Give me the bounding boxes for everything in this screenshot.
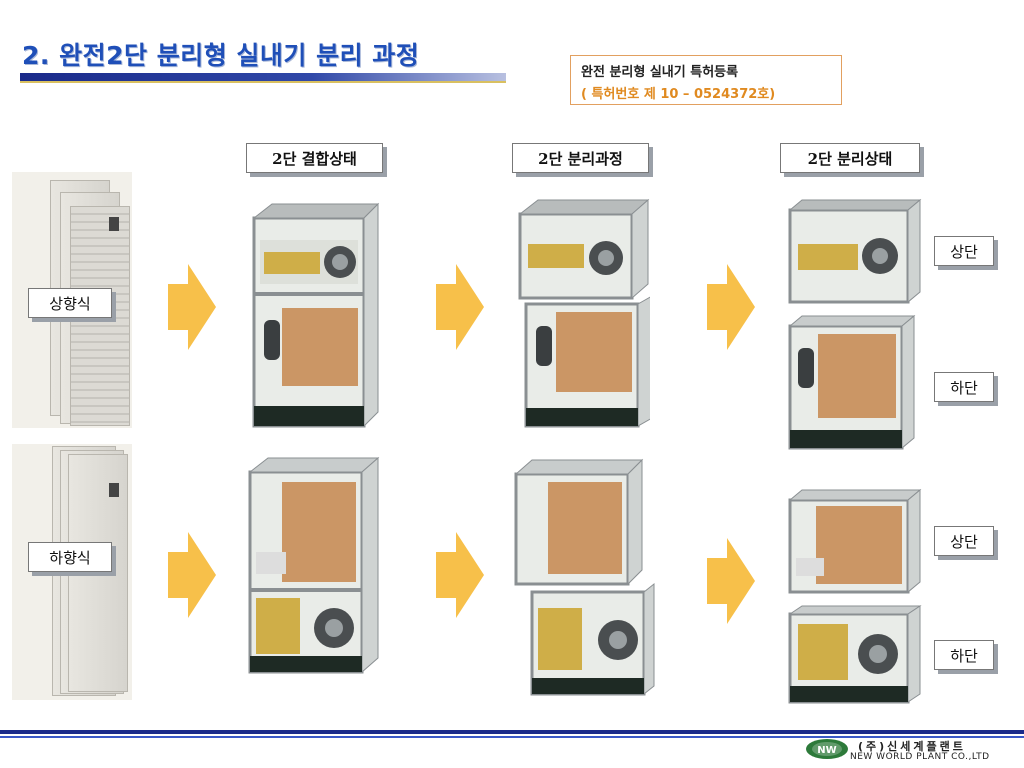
- upflow-bottom-section-photo: [788, 314, 916, 450]
- downflow-top-section-photo: [788, 488, 922, 594]
- downflow-unit-photo: [12, 444, 132, 700]
- upflow-separating-unit-photo: [518, 198, 650, 428]
- footer-rule-thin: [0, 736, 1024, 738]
- downflow-bottom-section-photo: [788, 605, 922, 704]
- company-name-english: NEW WORLD PLANT CO.,LTD: [850, 752, 990, 762]
- logo-text: NW: [817, 745, 836, 756]
- title-underline: [20, 73, 506, 83]
- downflow-separating-unit-photo: [514, 458, 655, 696]
- right-arrow-icon: [436, 532, 484, 618]
- page-title: 2. 완전2단 분리형 실내기 분리 과정: [22, 41, 420, 70]
- right-arrow-icon: [168, 532, 216, 618]
- upflow-combined-unit-photo: [252, 202, 380, 428]
- patent-line-1: 완전 분리형 실내기 특허등록: [581, 65, 739, 80]
- patent-line-2: ( 특허번호 제 10 – 0524372호): [581, 87, 776, 102]
- footer-rule: [0, 730, 1024, 734]
- part-label-downflow-top: 상단: [934, 526, 994, 556]
- company-logo-icon: NW: [806, 739, 848, 759]
- patent-box: 완전 분리형 실내기 특허등록 ( 특허번호 제 10 – 0524372호): [570, 55, 842, 105]
- right-arrow-icon: [168, 264, 216, 350]
- part-label-downflow-bottom: 하단: [934, 640, 994, 670]
- stage-label-separated: 2단 분리상태: [780, 143, 920, 173]
- upflow-top-section-photo: [788, 198, 922, 304]
- stage-label-separating: 2단 분리과정: [512, 143, 649, 173]
- company-name-korean: (주)신세계플랜트: [858, 740, 966, 753]
- part-label-upflow-top: 상단: [934, 236, 994, 266]
- part-label-upflow-bottom: 하단: [934, 372, 994, 402]
- right-arrow-icon: [707, 538, 755, 624]
- stage-label-combined: 2단 결합상태: [246, 143, 383, 173]
- downflow-combined-unit-photo: [248, 456, 380, 674]
- right-arrow-icon: [436, 264, 484, 350]
- row-label-upflow: 상향식: [28, 288, 112, 318]
- row-label-downflow: 하향식: [28, 542, 112, 572]
- right-arrow-icon: [707, 264, 755, 350]
